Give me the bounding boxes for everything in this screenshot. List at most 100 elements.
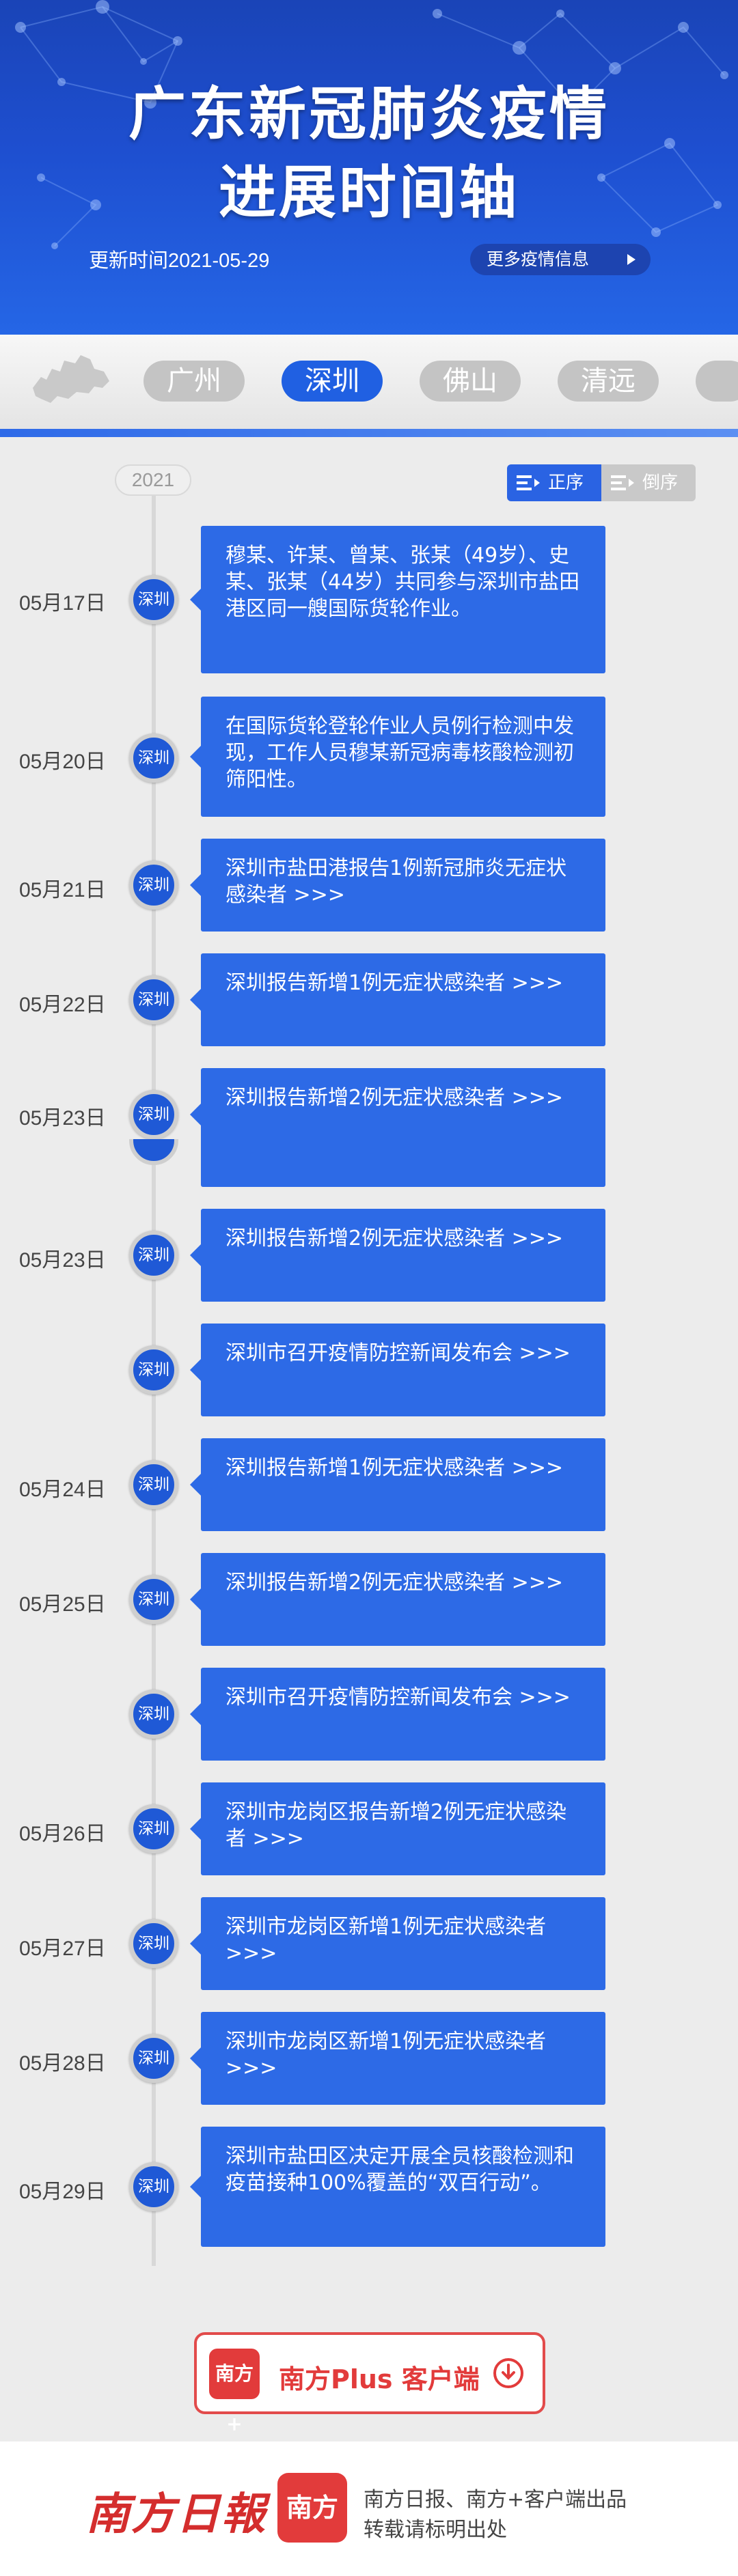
card-pointer xyxy=(190,1474,201,1496)
event-card[interactable]: 深圳市龙岗区新增1例无症状感染者 >>> xyxy=(190,1897,605,1990)
event-date: 05月24日 xyxy=(19,1479,106,1501)
event-card[interactable]: 深圳报告新增1例无症状感染者 >>> xyxy=(190,1438,605,1531)
event-text: 深圳市召开疫情防控新闻发布会 >>> xyxy=(226,1341,571,1365)
event-card[interactable]: 深圳报告新增2例无症状感染者 >>> xyxy=(190,1553,605,1646)
city-tab-foshan[interactable]: 佛山 xyxy=(420,361,521,402)
event-text: 深圳市盐田区决定开展全员核酸检测和疫苗接种100%覆盖的“双百行动”。 xyxy=(226,2144,574,2195)
event-card[interactable]: 深圳市召开疫情防控新闻发布会 >>> xyxy=(190,1324,605,1416)
event-date: 05月20日 xyxy=(19,751,106,773)
sort-asc-label: 正序 xyxy=(548,473,584,493)
event-node: 深圳 xyxy=(129,975,178,1024)
event-node: 深圳 xyxy=(129,575,178,624)
event-text: 深圳市龙岗区新增1例无症状感染者 >>> xyxy=(226,2030,547,2080)
page-title-line2: 进展时间轴 xyxy=(218,159,519,226)
footer-credit: 南方日报、南方+客户端出品 xyxy=(364,2488,627,2512)
event-text: 深圳市龙岗区报告新增2例无症状感染者 >>> xyxy=(226,1800,567,1851)
event-node: 深圳 xyxy=(129,1345,178,1395)
divider-line xyxy=(0,429,738,437)
card-pointer xyxy=(190,746,201,768)
sort-desc-label: 倒序 xyxy=(642,473,679,493)
header-banner: 广东新冠肺炎疫情 进展时间轴 更新时间2021-05-29 更多疫情信息 xyxy=(0,0,738,335)
card-pointer xyxy=(190,1703,201,1725)
event-text: 深圳报告新增2例无症状感染者 >>> xyxy=(226,1086,564,1110)
event-card[interactable]: 深圳市召开疫情防控新闻发布会 >>> xyxy=(190,1668,605,1761)
app-download-label: 南方Plus 客户端 xyxy=(279,2364,480,2394)
event-node: 深圳 xyxy=(129,1575,178,1624)
event-card[interactable]: 深圳报告新增2例无症状感染者 >>> xyxy=(190,1068,605,1187)
page-title-line1: 广东新冠肺炎疫情 xyxy=(128,81,610,148)
card-pointer xyxy=(190,2176,201,2198)
event-text: 深圳市盐田港报告1例新冠肺炎无症状感染者 >>> xyxy=(226,856,567,907)
event-card[interactable]: 深圳市龙岗区报告新增2例无症状感染者 >>> xyxy=(190,1782,605,1875)
sort-toggle: 正序 倒序 xyxy=(507,464,696,501)
event-date: 05月25日 xyxy=(19,1593,106,1616)
event-date: 05月22日 xyxy=(19,994,106,1016)
nanfang-daily-logo: 南方日報 xyxy=(86,2489,266,2540)
card-pointer xyxy=(190,1104,201,1125)
event-node: 深圳 xyxy=(129,1919,178,1968)
event-node: 深圳 xyxy=(129,1231,178,1280)
event-card[interactable]: 深圳报告新增1例无症状感染者 >>> xyxy=(190,953,605,1046)
event-date: 05月27日 xyxy=(19,1937,106,1960)
sort-list-icon xyxy=(517,475,540,490)
card-pointer xyxy=(190,1359,201,1381)
year-label: 2021 xyxy=(115,464,191,496)
event-date: 05月23日 xyxy=(19,1249,106,1272)
footer-copyright-note: 转载请标明出处 xyxy=(364,2518,507,2542)
nanfang-plus-logo: 南方+ xyxy=(209,2349,260,2435)
event-text: 在国际货轮登轮作业人员例行检测中发现，工作人员穆某新冠病毒核酸检测初筛阳性。 xyxy=(226,714,574,792)
card-pointer xyxy=(190,1933,201,1955)
event-text: 深圳报告新增1例无症状感染者 >>> xyxy=(226,971,564,995)
card-pointer xyxy=(190,2047,201,2069)
sort-desc-button[interactable]: 倒序 xyxy=(601,464,696,501)
event-date: 05月29日 xyxy=(19,2181,106,2203)
sort-list-icon xyxy=(611,475,634,490)
event-node: 深圳 xyxy=(129,2162,178,2211)
event-date: 05月23日 xyxy=(19,1107,106,1130)
more-info-label: 更多疫情信息 xyxy=(487,250,590,269)
event-date: 05月21日 xyxy=(19,879,106,901)
event-card[interactable]: 深圳报告新增2例无症状感染者 >>> xyxy=(190,1209,605,1302)
event-node: 深圳 xyxy=(129,1690,178,1739)
card-pointer xyxy=(190,1244,201,1266)
update-time: 更新时间2021-05-29 xyxy=(89,250,270,272)
event-text: 深圳报告新增2例无症状感染者 >>> xyxy=(226,1571,564,1595)
event-node: 深圳 xyxy=(129,1460,178,1509)
event-date: 05月26日 xyxy=(19,1823,106,1845)
event-text: 深圳报告新增1例无症状感染者 >>> xyxy=(226,1456,564,1480)
event-text: 深圳市召开疫情防控新闻发布会 >>> xyxy=(226,1685,571,1709)
event-text: 深圳市龙岗区新增1例无症状感染者 >>> xyxy=(226,1915,547,1965)
event-node: 深圳 xyxy=(129,1804,178,1853)
event-node: 深圳 xyxy=(129,733,178,783)
event-text: 穆某、许某、曾某、张某（49岁）、史某、张某（44岁）共同参与深圳市盐田港区同一… xyxy=(226,544,580,621)
city-tab-shenzhen[interactable]: 深圳 xyxy=(282,361,383,402)
sort-asc-button[interactable]: 正序 xyxy=(507,464,601,501)
app-download-button[interactable]: 南方+ 南方Plus 客户端 xyxy=(194,2332,545,2435)
city-tab-qingyuan[interactable]: 清远 xyxy=(558,361,659,402)
event-card[interactable]: 深圳市盐田区决定开展全员核酸检测和疫苗接种100%覆盖的“双百行动”。 xyxy=(190,2127,605,2247)
event-node: 深圳 xyxy=(129,1090,178,1139)
network-pattern-decoration xyxy=(15,0,728,249)
event-date: 05月28日 xyxy=(19,2052,106,2075)
download-icon xyxy=(493,2358,523,2388)
city-tab-next-partial[interactable] xyxy=(696,361,738,402)
event-card[interactable]: 在国际货轮登轮作业人员例行检测中发现，工作人员穆某新冠病毒核酸检测初筛阳性。 xyxy=(190,697,605,817)
event-card[interactable]: 深圳市盐田港报告1例新冠肺炎无症状感染者 >>> xyxy=(190,839,605,932)
event-node: 深圳 xyxy=(129,2034,178,2083)
event-date: 05月17日 xyxy=(19,592,106,615)
city-tab-guangzhou[interactable]: 广州 xyxy=(144,361,245,402)
city-selector-bar: 广州 深圳 佛山 清远 xyxy=(0,335,738,437)
event-node-ghost xyxy=(129,1139,178,1165)
card-pointer xyxy=(190,989,201,1011)
card-pointer xyxy=(190,874,201,896)
play-arrow-icon xyxy=(627,254,636,265)
event-card[interactable]: 深圳市龙岗区新增1例无症状感染者 >>> xyxy=(190,2012,605,2105)
more-info-button[interactable]: 更多疫情信息 xyxy=(470,244,651,275)
event-node: 深圳 xyxy=(129,860,178,910)
nanfang-plus-logo: 南方+ xyxy=(277,2473,347,2576)
guangdong-map-icon xyxy=(33,355,109,403)
footer: 南方日報 南方+ 南方日报、南方+客户端出品 转载请标明出处 xyxy=(0,2441,738,2576)
card-pointer xyxy=(190,589,201,611)
card-pointer xyxy=(190,1818,201,1840)
event-card[interactable]: 穆某、许某、曾某、张某（49岁）、史某、张某（44岁）共同参与深圳市盐田港区同一… xyxy=(190,526,605,673)
